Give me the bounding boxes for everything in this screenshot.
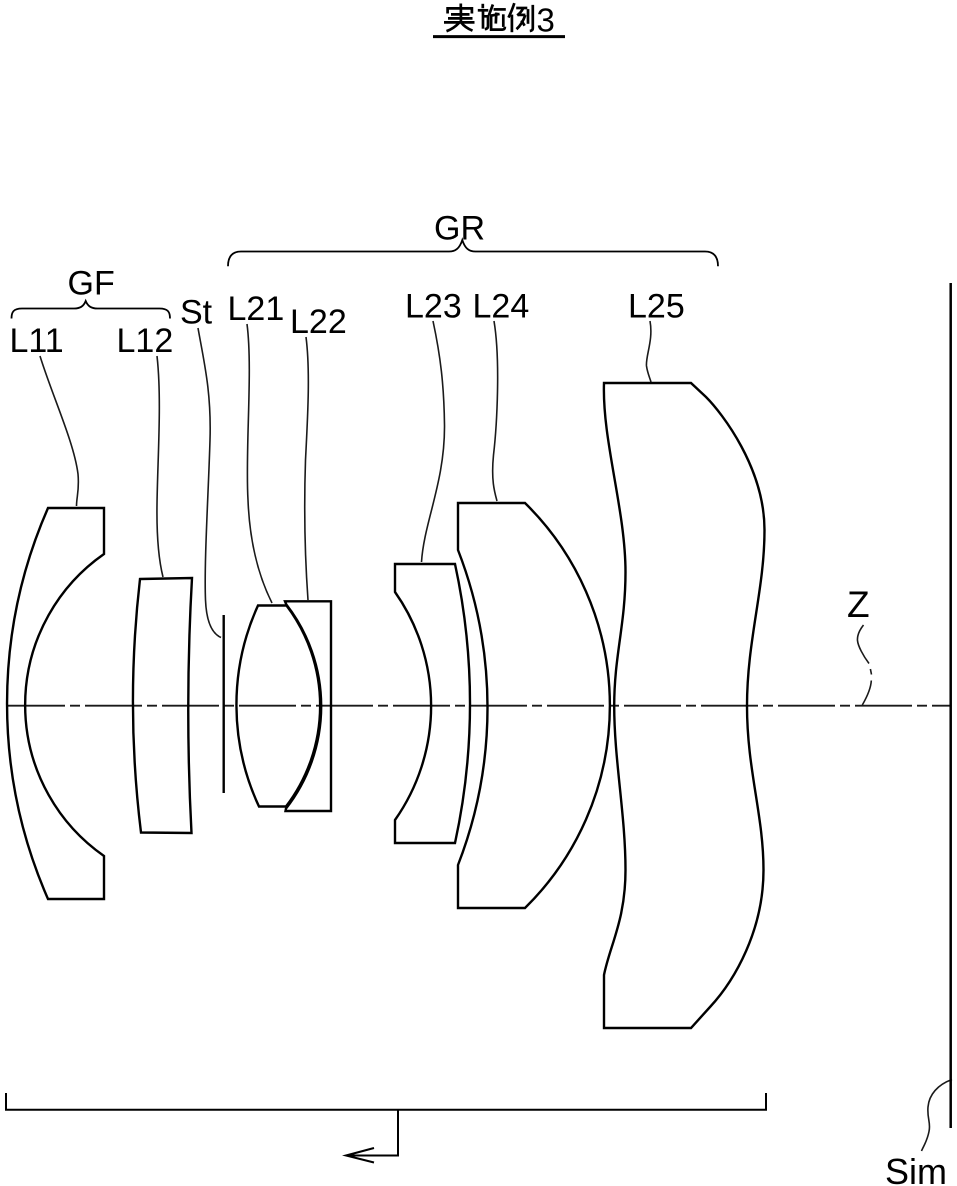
svg-text:3: 3 [537, 2, 555, 39]
svg-text:Z: Z [847, 584, 870, 625]
svg-text:L21: L21 [228, 290, 285, 328]
svg-text:L24: L24 [473, 288, 530, 326]
svg-text:L12: L12 [117, 322, 174, 360]
svg-text:Sim: Sim [885, 1151, 947, 1186]
svg-text:St: St [180, 294, 213, 332]
svg-text:L11: L11 [10, 322, 64, 360]
svg-text:GR: GR [434, 210, 485, 248]
svg-text:L25: L25 [628, 288, 685, 326]
svg-text:GF: GF [68, 265, 115, 303]
svg-text:L23: L23 [405, 288, 462, 326]
svg-text:L22: L22 [290, 303, 347, 341]
